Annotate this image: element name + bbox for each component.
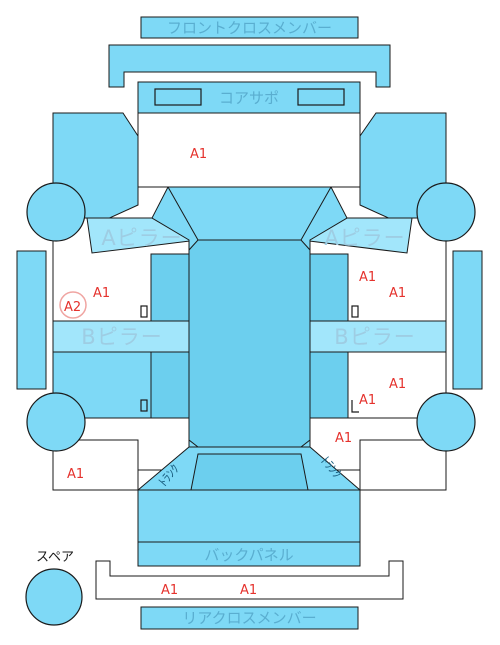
damage-mark-left-door-2[interactable]: A2 (64, 300, 81, 315)
damage-mark-right-door-2a[interactable]: A1 (389, 377, 406, 392)
rear-right-wheel[interactable] (416, 392, 476, 452)
damage-mark-right-rear-quarter[interactable]: A1 (335, 431, 352, 446)
right-rear-door-latch (351, 400, 359, 413)
back-panel-strip[interactable] (137, 541, 361, 567)
right-b-pillar-label: Bピラー (334, 325, 415, 349)
damage-mark-left-rear-quarter[interactable]: A1 (67, 467, 84, 482)
engine-bay-area[interactable] (137, 112, 361, 188)
front-cross-member-label: フロントクロスメンバー (167, 19, 332, 37)
left-rear-door-latch (140, 399, 148, 412)
damage-mark-rear-member-left[interactable]: A1 (161, 583, 178, 598)
left-b-pillar-panel[interactable] (52, 320, 191, 353)
back-panel[interactable] (137, 489, 361, 543)
left-front-door-latch (140, 305, 148, 318)
core-support-panel[interactable] (137, 81, 361, 114)
damage-mark-right-door-1a[interactable]: A1 (359, 270, 376, 285)
left-a-pillar-label: Aピラー (101, 226, 182, 250)
right-a-pillar-label: Aピラー (324, 226, 405, 250)
damage-mark-right-door-1b[interactable]: A1 (389, 286, 406, 301)
damage-mark-circle (59, 291, 87, 319)
right-rear-floor-panel[interactable] (347, 351, 447, 419)
left-b-pillar-label: Bピラー (81, 325, 162, 349)
trunk-lid-panel[interactable] (190, 453, 309, 491)
core-support-right-slot (297, 88, 345, 106)
rear-cross-member-panel[interactable] (140, 606, 359, 630)
spare-tire[interactable] (25, 568, 83, 626)
front-right-wheel[interactable] (416, 182, 476, 242)
front-bumper-panel[interactable] (108, 44, 391, 88)
right-rocker-panel[interactable] (452, 250, 483, 390)
damage-mark-front-left-top[interactable]: A1 (190, 147, 207, 162)
right-front-door-latch (351, 305, 359, 318)
rear-left-wheel[interactable] (26, 392, 86, 452)
damage-mark-rear-member-right[interactable]: A1 (240, 583, 257, 598)
damage-mark-left-door-1[interactable]: A1 (93, 286, 110, 301)
rear-cross-member-label: リアクロスメンバー (182, 609, 316, 627)
damage-mark-right-door-2b[interactable]: A1 (359, 393, 376, 408)
front-cross-member-panel[interactable] (140, 16, 359, 39)
spare-tire-label: スペア (36, 550, 74, 565)
front-left-wheel[interactable] (26, 182, 86, 242)
left-rocker-panel[interactable] (16, 250, 47, 390)
back-panel-label: バックパネル (204, 546, 293, 564)
rear-bumper-outline[interactable] (95, 560, 404, 600)
core-support-label: コアサポ (219, 89, 279, 107)
roof-center-panel[interactable] (188, 239, 311, 448)
core-support-left-slot (154, 88, 202, 106)
